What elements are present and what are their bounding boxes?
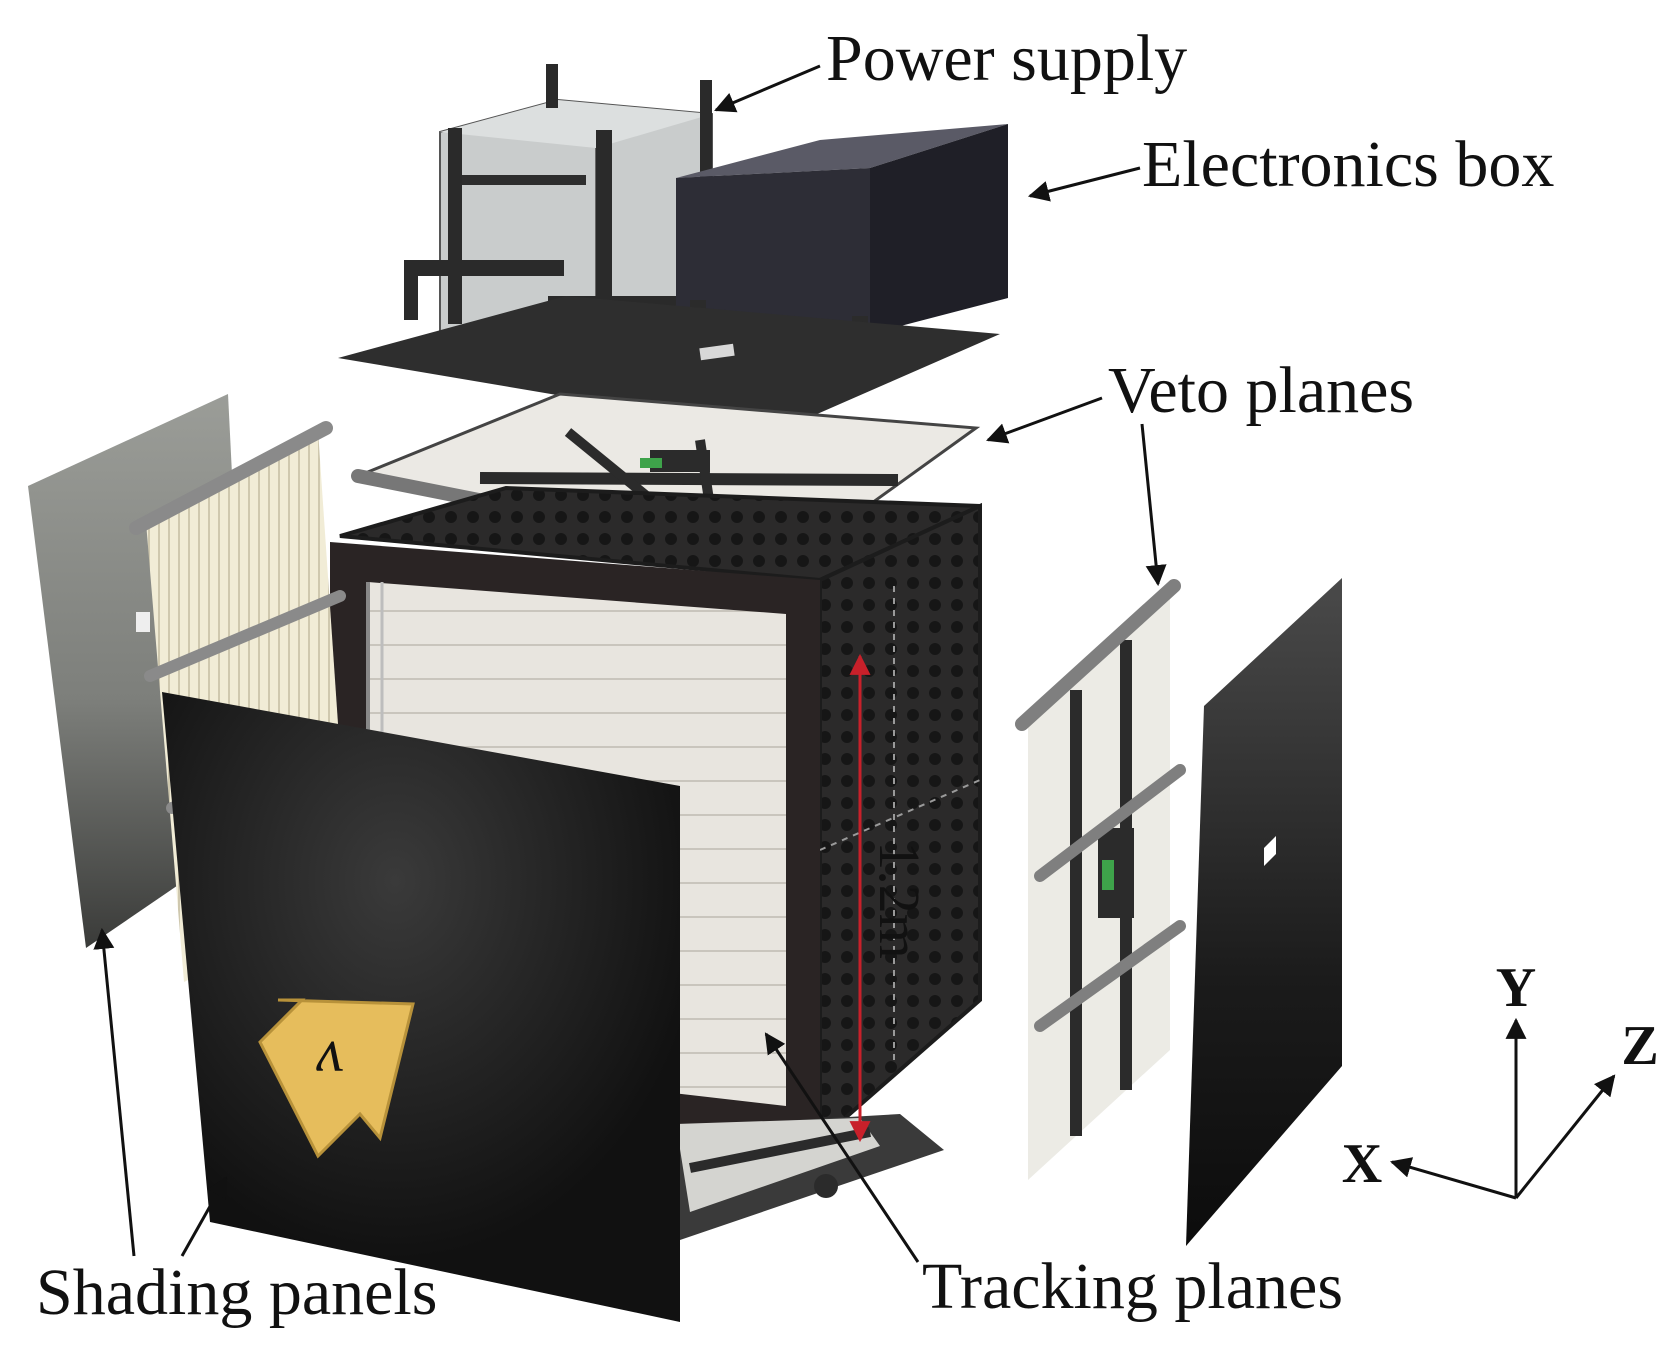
right-veto-plane xyxy=(1015,579,1186,1180)
axis-label-y: Y xyxy=(1496,957,1536,1019)
axis-label-x: X xyxy=(1342,1133,1382,1195)
right-shading-panel-slot xyxy=(1264,836,1276,866)
top-plate-slot xyxy=(699,343,735,361)
power-supply-pointer xyxy=(714,64,821,113)
veto-planes-pointer-top xyxy=(986,396,1103,444)
power-supply-unit xyxy=(404,64,713,358)
label-shading-panels: Shading panels xyxy=(36,1256,437,1329)
label-tracking-planes: Tracking planes xyxy=(922,1250,1343,1323)
dimension-label: 1.2m xyxy=(867,841,932,959)
shading-panels-pointer-left xyxy=(93,927,136,1257)
top-plate xyxy=(338,296,1000,432)
neutrino-symbol: ν xyxy=(316,1028,344,1096)
bottom-assembly xyxy=(660,1114,944,1240)
label-electronics-box: Electronics box xyxy=(1142,128,1554,201)
front-shading-panel xyxy=(162,692,680,1322)
label-veto-planes: Veto planes xyxy=(1108,354,1414,427)
label-power-supply: Power supply xyxy=(826,22,1187,95)
axis-label-z: Z xyxy=(1621,1015,1658,1077)
neutrino-direction-arrow: ν xyxy=(258,998,415,1159)
left-shading-panel-slot xyxy=(136,612,150,632)
x-axis-arrow xyxy=(1389,1157,1517,1200)
tracking-planes-pointer xyxy=(764,1032,920,1263)
veto-planes-pointer-right xyxy=(1140,423,1167,587)
z-axis-arrow xyxy=(1514,1074,1616,1199)
electronics-box-pointer xyxy=(1027,166,1141,202)
right-shading-panel xyxy=(1186,578,1342,1246)
coordinate-axes: Y Z X xyxy=(1342,957,1659,1200)
shading-panels-pointer-front xyxy=(180,1176,228,1257)
